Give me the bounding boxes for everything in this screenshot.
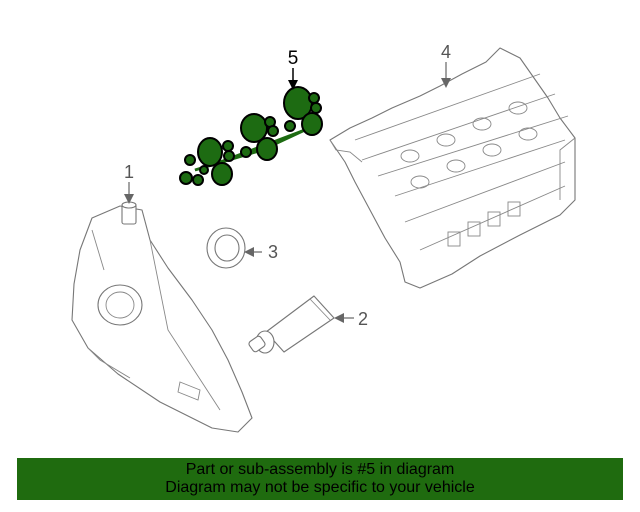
callout-5-arrow — [288, 80, 298, 90]
callout-5-label: 5 — [288, 48, 299, 69]
cylinder-head-icon[interactable] — [329, 47, 576, 289]
callout-1-arrow — [124, 194, 134, 204]
callout-4-arrow — [441, 78, 451, 88]
callout-4-label: 4 — [441, 42, 451, 62]
banner-line-1: Part or sub-assembly is #5 in diagram — [185, 461, 455, 478]
banner-line-2: Diagram may not be specific to your vehi… — [165, 479, 475, 496]
callout-3-label: 3 — [268, 242, 278, 262]
callout-2-arrow — [334, 313, 344, 323]
callout-2-label: 2 — [358, 309, 368, 329]
callout-1-label: 1 — [124, 162, 134, 182]
info-banner: Part or sub-assembly is #5 in diagram Di… — [17, 458, 623, 500]
timing-cover-icon[interactable] — [71, 201, 253, 433]
seal-ring-icon[interactable] — [206, 227, 246, 269]
gasket-icon[interactable] — [179, 86, 323, 186]
callout-3-arrow — [244, 247, 254, 257]
sealant-tube-icon[interactable] — [248, 295, 335, 354]
